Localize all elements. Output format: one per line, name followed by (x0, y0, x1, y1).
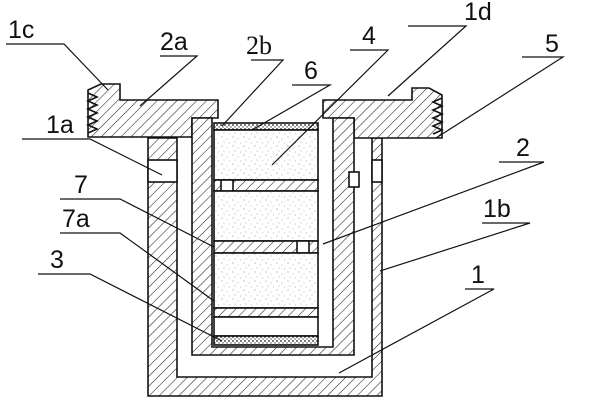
inner-cup (191, 117, 360, 356)
top-mesh-6 (213, 122, 319, 131)
label-1c: 1c (8, 16, 34, 44)
label-6: 6 (304, 57, 318, 85)
label-4: 4 (362, 22, 376, 50)
inner-slot (348, 171, 360, 188)
separator-plate-7a (213, 307, 319, 318)
label-1b: 1b (483, 195, 511, 223)
label-1: 1 (471, 261, 485, 289)
leader-lines (6, 25, 566, 374)
reference-labels: 1c 2a 2b 4 1d 6 5 1a 2 7 1b 7a 3 1 (8, 0, 559, 289)
label-5: 5 (545, 30, 559, 58)
label-1a: 1a (46, 111, 74, 139)
window-left (147, 159, 178, 183)
separator-gap-1 (220, 179, 234, 192)
separator-gap-7 (296, 240, 310, 254)
label-2: 2 (516, 134, 530, 162)
label-7: 7 (74, 171, 88, 199)
cartridge (213, 122, 319, 346)
label-1d: 1d (464, 0, 492, 26)
label-2b: 2b (246, 31, 272, 60)
label-3: 3 (50, 246, 64, 274)
label-2a: 2a (160, 28, 188, 56)
label-7a: 7a (62, 205, 90, 233)
top-flange (86, 83, 444, 139)
powder-layer-middle (213, 190, 319, 242)
window-right (371, 159, 383, 183)
powder-layer-lower (213, 252, 319, 309)
bottom-space (213, 316, 319, 337)
powder-layer-4 (213, 129, 319, 181)
bottom-layer-3 (213, 335, 319, 346)
